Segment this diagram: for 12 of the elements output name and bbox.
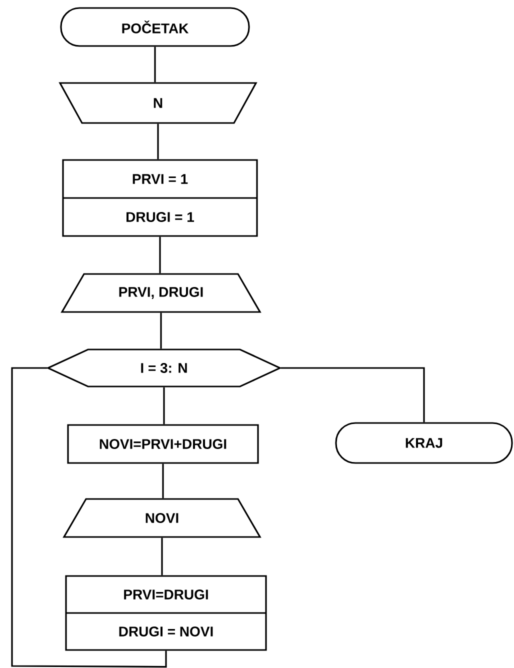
connector-line (161, 538, 163, 576)
process-box: PRVI=DRUGI DRUGI = NOVI (65, 575, 267, 651)
connector-line (280, 367, 425, 422)
process-box: NOVI=PRVI+DRUGI (67, 424, 259, 464)
connector-line (163, 387, 165, 424)
connector-line (157, 124, 159, 160)
connector-line (11, 367, 167, 668)
connector-line (154, 46, 156, 82)
connector-line (162, 464, 164, 498)
connector-line (159, 236, 161, 274)
process-box: PRVI = 1 DRUGI = 1 (62, 159, 258, 237)
connector-line (160, 312, 162, 349)
